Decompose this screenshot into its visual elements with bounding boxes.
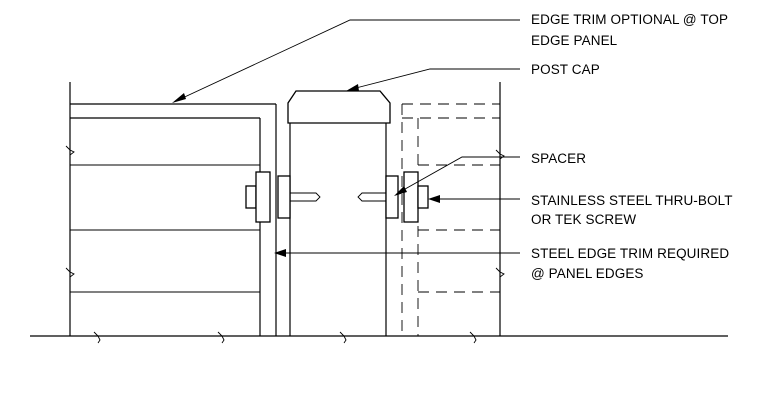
leader-post-cap xyxy=(346,68,520,91)
leader-spacer xyxy=(394,156,520,196)
label-edge-trim-optional-line2: EDGE PANEL xyxy=(531,33,618,48)
label-steel-edge-trim-line2: @ PANEL EDGES xyxy=(531,266,644,281)
label-thru-bolt: STAINLESS STEEL THRU-BOLT OR TEK SCREW xyxy=(531,193,736,227)
leader-thru-bolt xyxy=(428,195,520,203)
post-cap xyxy=(287,90,391,124)
label-post-cap: POST CAP xyxy=(531,62,600,77)
label-edge-trim-optional-line1: EDGE TRIM OPTIONAL @ TOP xyxy=(531,12,728,27)
label-post-cap-line1: POST CAP xyxy=(531,62,600,77)
label-steel-edge-trim: STEEL EDGE TRIM REQUIRED @ PANEL EDGES xyxy=(531,246,733,281)
ground-line xyxy=(30,331,728,344)
label-spacer-line1: SPACER xyxy=(531,151,586,166)
label-steel-edge-trim-line1: STEEL EDGE TRIM REQUIRED xyxy=(531,246,729,261)
thru-bolt-assembly xyxy=(245,171,429,223)
label-edge-trim-optional: EDGE TRIM OPTIONAL @ TOP EDGE PANEL xyxy=(531,12,732,48)
label-spacer: SPACER xyxy=(531,151,586,166)
right-panel-hidden xyxy=(401,82,505,336)
post xyxy=(289,122,387,336)
label-thru-bolt-line1: STAINLESS STEEL THRU-BOLT xyxy=(531,193,732,208)
label-thru-bolt-line2: OR TEK SCREW xyxy=(531,212,636,227)
left-panel xyxy=(65,82,276,336)
leader-steel-edge-trim xyxy=(274,249,520,257)
steel-edge-trim-left xyxy=(259,104,277,336)
leader-edge-trim-optional xyxy=(172,19,520,103)
